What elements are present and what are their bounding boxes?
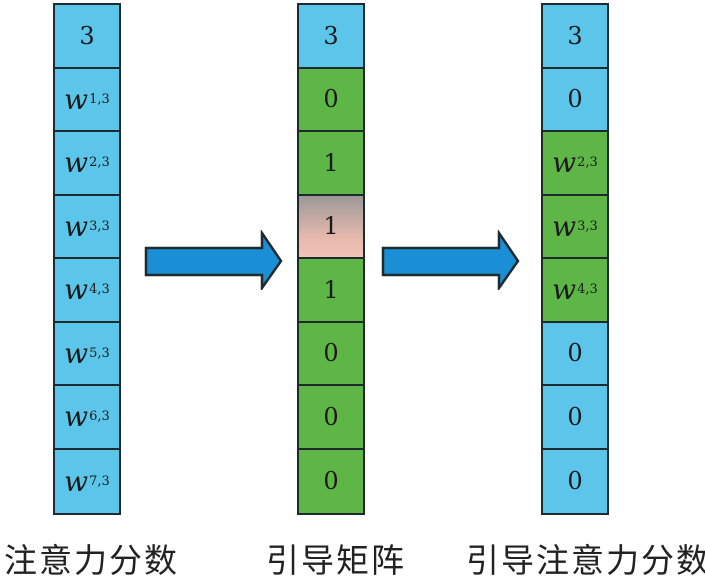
matrix-cell: 0 (543, 68, 607, 132)
guided-attention-score-label: 引导注意力分数 (466, 541, 705, 580)
cell-value: 0 (323, 402, 339, 431)
weight-subscript: 2,3 (89, 155, 110, 171)
matrix-cell: 0 (543, 449, 607, 513)
guide-matrix-column: 3 0 1 1 1 0 0 0 (297, 3, 365, 515)
weight-symbol: w (552, 273, 577, 307)
cell-value: 1 (323, 275, 339, 304)
cell-value: 3 (79, 21, 95, 50)
weight-symbol: w (552, 146, 577, 180)
cell-value: 0 (323, 85, 339, 114)
weight-symbol: w (64, 146, 89, 180)
attention-score-label: 注意力分数 (4, 541, 179, 580)
cell-value: 0 (567, 402, 583, 431)
matrix-cell: 1 (299, 259, 363, 323)
weight-symbol: w (64, 82, 89, 116)
cell-value: 1 (323, 212, 339, 241)
cell-value: 0 (567, 467, 583, 496)
weight-subscript: 3,3 (89, 218, 110, 234)
matrix-cell: 0 (299, 68, 363, 132)
weight-subscript: 1,3 (89, 91, 110, 107)
cell-value: 0 (323, 339, 339, 368)
weight-subscript: 3,3 (577, 218, 598, 234)
weight-symbol: w (64, 336, 89, 370)
cell-value: 0 (567, 339, 583, 368)
cell-value: 0 (323, 467, 339, 496)
weight-subscript: 5,3 (89, 345, 110, 361)
weight-subscript: 6,3 (89, 409, 110, 425)
weight-symbol: w (64, 209, 89, 243)
weight-subscript: 4,3 (89, 282, 110, 298)
weight-symbol: w (64, 464, 89, 498)
weight-subscript: 2,3 (577, 155, 598, 171)
matrix-cell: 0 (299, 386, 363, 450)
cell-value: 3 (323, 21, 339, 50)
cell-value: 1 (323, 148, 339, 177)
cell-value: 0 (567, 85, 583, 114)
guide-matrix-label: 引导矩阵 (266, 541, 406, 580)
matrix-cell: 3 (543, 5, 607, 69)
cell-value: 3 (567, 21, 583, 50)
weight-symbol: w (64, 273, 89, 307)
matrix-cell: 1 (299, 195, 363, 259)
matrix-cell: 1 (299, 132, 363, 196)
matrix-cell: 3 (55, 5, 119, 69)
right-arrow-icon (381, 230, 520, 290)
matrix-cell: 0 (299, 322, 363, 386)
matrix-cell: 0 (543, 386, 607, 450)
matrix-cell: 0 (543, 322, 607, 386)
weight-subscript: 4,3 (577, 282, 598, 298)
weight-subscript: 7,3 (89, 473, 110, 489)
right-arrow-icon (144, 230, 283, 290)
matrix-cell: 0 (299, 449, 363, 513)
weight-symbol: w (552, 209, 577, 243)
weight-symbol: w (64, 400, 89, 434)
matrix-cell: 3 (299, 5, 363, 69)
